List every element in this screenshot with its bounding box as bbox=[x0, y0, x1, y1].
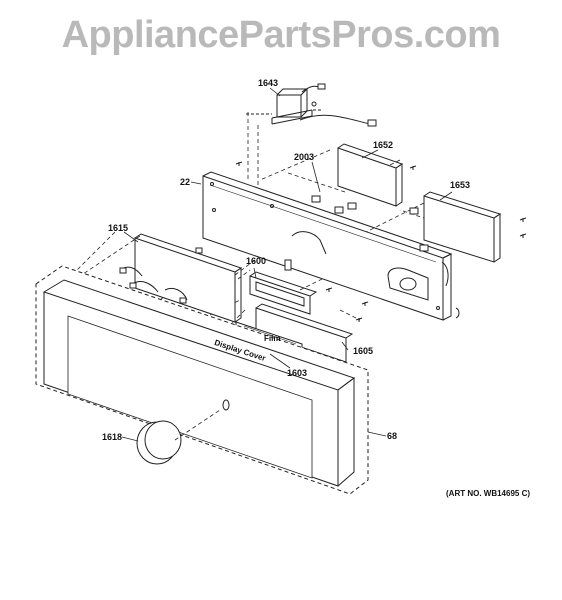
label-1605: 1605 bbox=[353, 346, 374, 356]
label-22: 22 bbox=[180, 177, 191, 187]
label-1652: 1652 bbox=[373, 140, 394, 150]
label-1600: 1600 bbox=[246, 256, 267, 266]
screws bbox=[235, 161, 527, 322]
label-1603: 1603 bbox=[287, 368, 308, 378]
film-tag: Film bbox=[264, 334, 281, 343]
label-1618: 1618 bbox=[102, 432, 123, 442]
label-1653: 1653 bbox=[450, 180, 471, 190]
bracket-22 bbox=[202, 171, 460, 321]
board-1652 bbox=[337, 143, 404, 207]
label-1615: 1615 bbox=[108, 223, 129, 233]
control-panel-68 bbox=[35, 265, 369, 495]
label-2003: 2003 bbox=[294, 152, 315, 162]
knob-1618 bbox=[136, 409, 221, 465]
art-number: (ART NO. WB14695 C) bbox=[446, 489, 531, 498]
label-68: 68 bbox=[387, 431, 398, 441]
leader-lines bbox=[121, 149, 453, 442]
transformer-part bbox=[246, 83, 377, 127]
board-1653 bbox=[423, 191, 502, 263]
board-1615 bbox=[119, 233, 243, 323]
site-watermark: AppliancePartsPros.com bbox=[61, 14, 501, 56]
display-1600 bbox=[249, 271, 318, 315]
label-1643: 1643 bbox=[258, 78, 279, 88]
